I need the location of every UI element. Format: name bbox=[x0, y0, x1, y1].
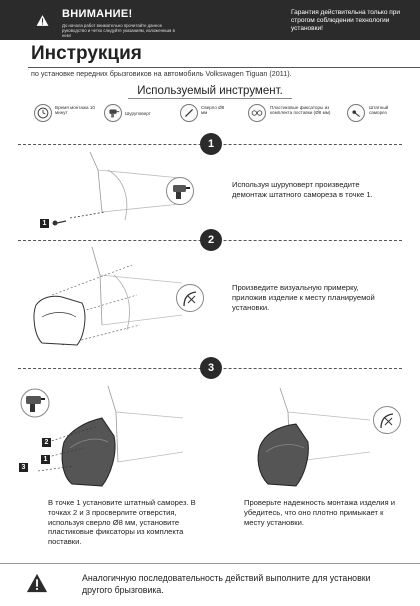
step-number-1: 1 bbox=[200, 133, 222, 155]
warning-icon bbox=[26, 573, 48, 593]
step-number-2: 2 bbox=[200, 229, 222, 251]
callout-point-2: 2 bbox=[42, 438, 51, 447]
screwdriver-icon bbox=[20, 388, 50, 418]
warning-header: ВНИМАНИЕ! До начала работ внимательно пр… bbox=[0, 0, 420, 40]
tool-item: Шуруповерт bbox=[104, 102, 159, 126]
page-title: Инструкция bbox=[31, 43, 142, 64]
step-3-right-text: Проверьте надежность монтажа изделия и у… bbox=[244, 498, 395, 527]
callout-point-1: 1 bbox=[41, 455, 50, 464]
tool-label: Пластиковые фиксаторы из комплекта поста… bbox=[270, 105, 331, 116]
fitting-icon-circle bbox=[373, 406, 401, 434]
callout-point-1: 1 bbox=[40, 219, 49, 228]
step-1-car-illustration bbox=[69, 151, 181, 221]
warning-icon bbox=[36, 15, 49, 26]
tool-item: Пластиковые фиксаторы из комплекта поста… bbox=[248, 102, 343, 126]
page-subtitle: по установке передних брызговиков на авт… bbox=[31, 69, 292, 78]
title-divider bbox=[28, 67, 420, 68]
step-3-left-text: В точке 1 установите штатный саморез. В … bbox=[48, 498, 196, 547]
tool-item: Штатный саморез bbox=[347, 102, 407, 126]
step-3-result-illustration bbox=[257, 387, 371, 487]
tool-item: Время монтажа 10 минут bbox=[34, 102, 95, 126]
screwdriver-icon bbox=[173, 185, 190, 199]
footer-note: Аналогичную последовательность действий … bbox=[82, 573, 371, 595]
tool-item: Сверло Ø8 мм bbox=[180, 102, 230, 126]
screw-icon bbox=[347, 104, 365, 122]
callout-point-3: 3 bbox=[19, 463, 28, 472]
screwdriver-icon bbox=[104, 104, 122, 122]
footer-divider bbox=[0, 563, 420, 564]
tools-title: Используемый инструмент. bbox=[137, 85, 283, 97]
step-number-3: 3 bbox=[200, 357, 222, 379]
warranty-note: Гарантия действительна только при строго… bbox=[291, 9, 401, 32]
header-title: ВНИМАНИЕ! bbox=[62, 8, 133, 20]
plastic-fixator-icon bbox=[248, 104, 266, 122]
fitting-icon-circle bbox=[176, 284, 204, 312]
tool-label: Штатный саморез bbox=[369, 105, 389, 116]
header-subtitle: До начала работ внимательно прочитайте д… bbox=[62, 23, 175, 38]
step-1-text: Используя шуруповерт произведите демонта… bbox=[232, 180, 373, 199]
clock-icon bbox=[34, 104, 52, 122]
tool-label: Шуруповерт bbox=[125, 111, 151, 116]
tools-divider bbox=[128, 98, 292, 99]
tool-label: Время монтажа 10 минут bbox=[55, 105, 95, 116]
tool-label: Сверло Ø8 мм bbox=[201, 105, 225, 116]
step-3-install-illustration bbox=[37, 385, 184, 487]
step-2-car-illustration bbox=[33, 246, 183, 346]
screwdriver-tool-circle bbox=[166, 177, 194, 205]
fitting-icon bbox=[183, 291, 197, 307]
drill-bit-icon bbox=[180, 104, 198, 122]
screw-icon bbox=[52, 220, 67, 226]
step-2-text: Произведите визуальную примерку, приложи… bbox=[232, 283, 375, 312]
fitting-icon bbox=[380, 413, 394, 429]
